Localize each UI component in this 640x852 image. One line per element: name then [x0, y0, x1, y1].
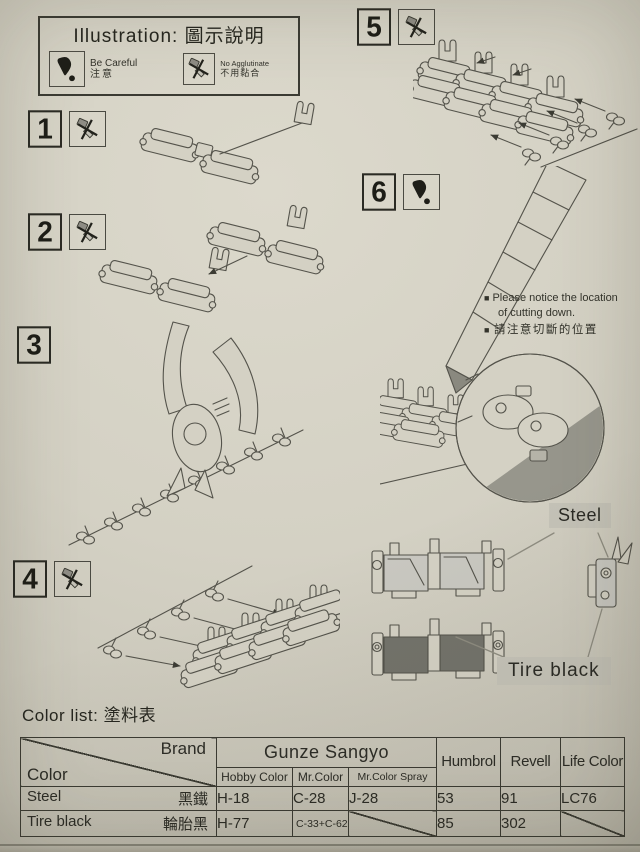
legend-title: Illustration: 圖示說明	[73, 26, 265, 47]
steel-name-en: Steel	[27, 788, 62, 805]
header-gunze-sangyo: Gunze Sangyo	[216, 737, 437, 768]
track-run	[413, 39, 589, 147]
steel-life: LC76	[560, 786, 625, 811]
tire-spray-empty	[348, 810, 437, 837]
table-row-tire-black: Tire black 輪胎黑 H-77 C-33+C-62 85 302	[20, 810, 625, 837]
step-2-marker: 2	[28, 213, 106, 251]
track-run	[175, 584, 340, 691]
step-3-marker: 3	[17, 326, 51, 364]
color-table: Brand Color Gunze Sangyo Humbrol Revell …	[20, 737, 625, 837]
corner-brand: Brand	[160, 739, 206, 758]
step-6-number: 6	[362, 173, 396, 211]
header-life-color: Life Color	[560, 737, 625, 787]
tire-name-zh: 輪胎黑	[162, 816, 208, 833]
legend-row: Be Careful 注意 No Agglutinate 不用黏合	[40, 51, 298, 87]
tire-life-empty	[560, 810, 625, 837]
paper-edge-shadow	[0, 846, 640, 852]
step-1-number: 1	[28, 110, 62, 148]
corner-cell: Brand Color	[20, 737, 217, 787]
tire-revell: 302	[500, 810, 561, 837]
legend-box: Illustration: 圖示說明 Be Careful 注意 No Aggl…	[38, 16, 300, 96]
color-table-wrap: Brand Color Gunze Sangyo Humbrol Revell …	[20, 737, 625, 837]
steel-humbrol: 53	[436, 786, 501, 811]
be-careful-icon	[49, 51, 85, 87]
pins	[490, 98, 626, 166]
cutting-note: ■Please notice the location of cutting d…	[484, 291, 640, 338]
steel-track-view	[371, 538, 505, 599]
steel-revell: 91	[500, 786, 561, 811]
color-list-heading: Color list: 塗料表	[22, 706, 157, 725]
step-5-diagram	[413, 39, 638, 168]
note-line-zh: 請注意切斷的位置	[493, 323, 598, 336]
link-side-view	[587, 536, 633, 608]
header-humbrol: Humbrol	[436, 737, 501, 787]
step-3-number: 3	[17, 326, 51, 364]
step-6-diagram	[380, 166, 605, 503]
steel-label: Steel	[549, 503, 611, 528]
step-1-diagram	[137, 100, 316, 186]
header-revell: Revell	[500, 737, 561, 787]
steel-mr: C-28	[292, 786, 349, 811]
be-careful-label-en: Be Careful	[90, 57, 138, 69]
steel-hobby: H-18	[216, 786, 293, 811]
hobby-knife	[445, 166, 587, 394]
no-glue-icon	[69, 111, 106, 147]
paper-edge-line	[0, 844, 640, 846]
step-5-marker: 5	[357, 8, 435, 46]
no-glue-icon	[398, 9, 435, 45]
steel-name-zh: 黑鐵	[177, 791, 208, 808]
step-3-diagram	[68, 321, 304, 546]
bullet-icon: ■	[484, 293, 490, 303]
be-careful-label-zh: 注意	[90, 69, 114, 80]
tire-hobby: H-77	[216, 810, 293, 837]
step-4-number: 4	[13, 560, 47, 598]
side-cutters	[162, 321, 259, 499]
zoom-circle	[455, 353, 605, 503]
legend-item-be-careful: Be Careful 注意	[49, 51, 137, 87]
tire-humbrol: 85	[436, 810, 501, 837]
no-glue-label-en: No Agglutinate	[220, 58, 270, 68]
header-mr-color: Mr.Color	[292, 767, 349, 787]
no-glue-icon	[183, 53, 216, 85]
header-mr-color-spray: Mr.Color Spray	[348, 767, 437, 787]
be-careful-icon	[403, 174, 440, 210]
no-glue-icon	[69, 214, 106, 250]
step-6-marker: 6	[362, 173, 440, 211]
step-5-number: 5	[357, 8, 391, 46]
step-2-number: 2	[28, 213, 62, 251]
legend-item-no-glue: No Agglutinate 不用黏合	[183, 53, 269, 85]
header-hobby-color: Hobby Color	[216, 767, 293, 787]
steel-spray: J-28	[348, 786, 437, 811]
corner-color: Color	[27, 765, 68, 784]
no-glue-label-zh: 不用黏合	[220, 68, 261, 79]
table-row-steel: Steel 黑鐵 H-18 C-28 J-28 53 91 LC76	[20, 786, 625, 811]
step-4-marker: 4	[13, 560, 91, 598]
step-2-diagram	[96, 204, 329, 314]
step-1-marker: 1	[28, 110, 106, 148]
bullet-icon: ■	[484, 324, 491, 335]
note-line-1: Please notice the location	[492, 292, 618, 304]
no-glue-icon	[54, 561, 91, 597]
note-line-2: of cutting down.	[498, 307, 576, 320]
tire-name-en: Tire black	[27, 813, 92, 830]
track-run	[380, 378, 487, 485]
tire-mr: C-33+C-62	[292, 810, 349, 837]
step-4-diagram	[97, 565, 340, 691]
color-guide-diagram	[371, 532, 633, 681]
tire-black-label: Tire black	[497, 657, 611, 685]
